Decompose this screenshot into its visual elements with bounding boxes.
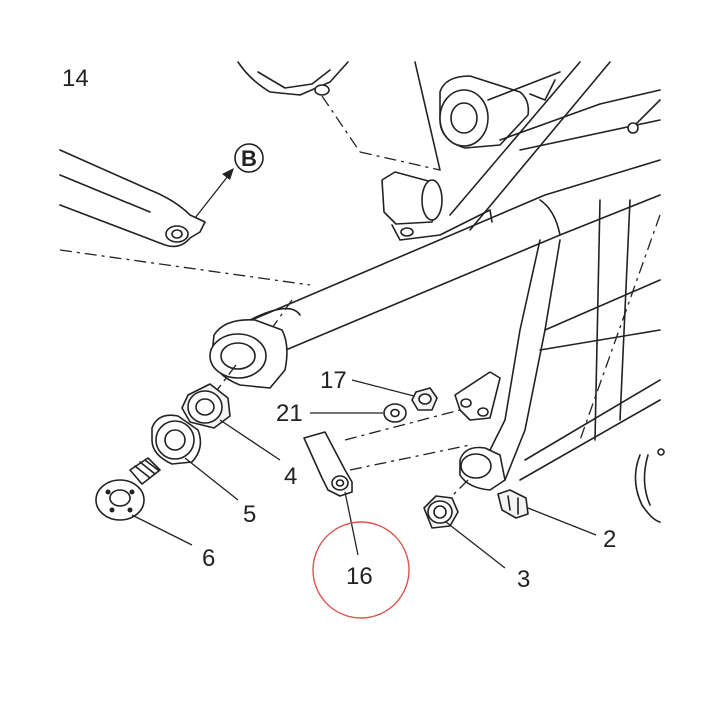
upper-bracket bbox=[237, 61, 441, 171]
callout-5-label: 5 bbox=[243, 501, 256, 528]
callout-16-label: 16 bbox=[346, 563, 373, 590]
upper-spacer bbox=[381, 171, 493, 241]
part-5-spacer bbox=[151, 414, 239, 501]
callout-2-label: 2 bbox=[603, 526, 616, 553]
direction-arrow-b: B bbox=[194, 143, 264, 219]
dash-line-4 bbox=[349, 444, 471, 471]
highlight-circle bbox=[312, 521, 410, 619]
part-21-washer bbox=[310, 403, 407, 423]
part-6-pivot-bolt bbox=[95, 457, 193, 546]
mount-bracket-plate bbox=[454, 371, 501, 421]
dash-line-1 bbox=[59, 249, 311, 286]
hose bbox=[634, 454, 661, 523]
frame-lower bbox=[479, 199, 661, 481]
detail-b-label: B bbox=[241, 146, 257, 171]
callout-17-label: 17 bbox=[320, 367, 347, 394]
lower-pivot-boss bbox=[447, 446, 506, 501]
callout-6-label: 6 bbox=[202, 545, 215, 572]
callout-14-label: 14 bbox=[62, 65, 89, 92]
part-17-nut bbox=[351, 379, 438, 411]
part-16-bracket bbox=[303, 431, 359, 556]
callout-3-label: 3 bbox=[517, 566, 530, 593]
part-2-clip bbox=[497, 489, 597, 536]
detail-b-circle bbox=[234, 143, 264, 173]
part-3-nut bbox=[423, 495, 506, 569]
frame-upper-right bbox=[414, 61, 661, 231]
dash-line-3 bbox=[344, 409, 461, 441]
callout-21-label: 21 bbox=[276, 400, 303, 427]
main-frame-tube bbox=[239, 159, 661, 361]
link-arm bbox=[59, 149, 206, 248]
part-4-bush bbox=[181, 383, 281, 461]
dash-line-2 bbox=[259, 299, 293, 346]
main-pivot-boss bbox=[207, 318, 288, 403]
callout-4-label: 4 bbox=[284, 463, 297, 490]
upper-pivot-boss bbox=[439, 71, 601, 149]
